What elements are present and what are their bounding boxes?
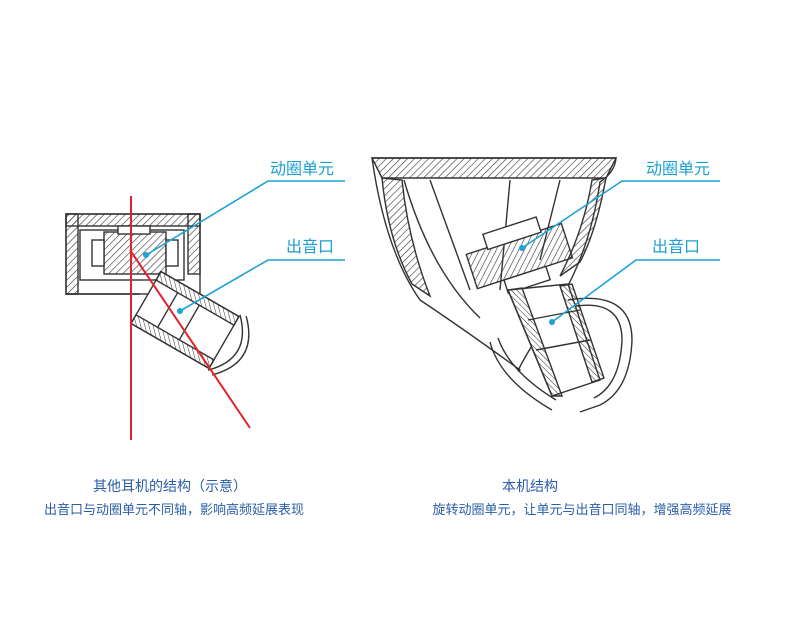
right-driver-label: 动圈单元 [646, 159, 711, 178]
left-caption-title: 其他耳机的结构（示意） [93, 479, 247, 495]
left-outlet-callout [179, 259, 345, 312]
right-driver-callout [521, 180, 720, 249]
left-outlet-axis [129, 249, 251, 429]
right-caption-subtitle: 旋转动圈单元，让单元与出音口同轴，增强高频延展 [432, 503, 732, 518]
left-driver [91, 225, 179, 275]
left-nozzle [130, 270, 250, 376]
right-earphone [370, 157, 720, 413]
right-driver [465, 216, 574, 295]
left-earphone [65, 180, 345, 440]
right-nozzle [489, 283, 633, 413]
left-caption-subtitle: 出音口与动圈单元不同轴，影响高频延展表现 [43, 503, 304, 518]
right-outlet-label: 出音口 [652, 237, 701, 256]
right-caption-title: 本机结构 [502, 479, 558, 495]
left-driver-callout [145, 180, 345, 256]
left-outlet-label: 出音口 [286, 237, 335, 256]
left-driver-label: 动圈单元 [270, 159, 335, 178]
right-outlet-callout [551, 259, 720, 323]
